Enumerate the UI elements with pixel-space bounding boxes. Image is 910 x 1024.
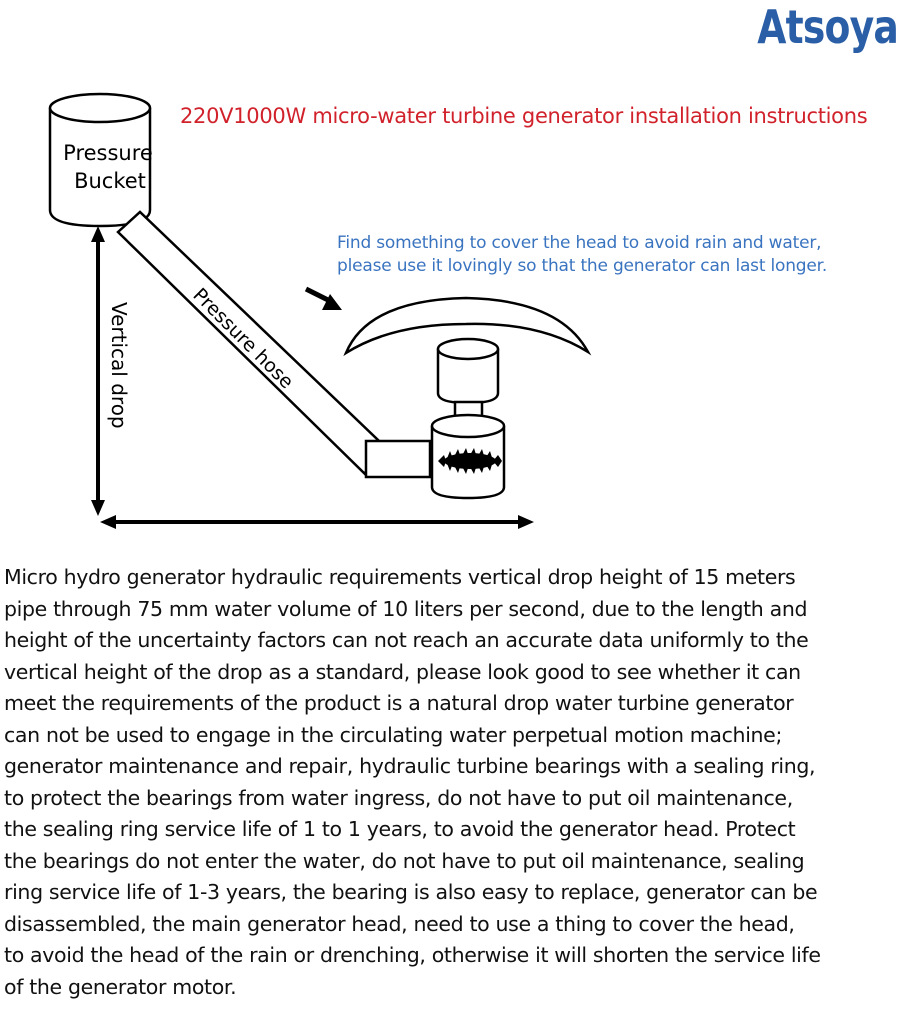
- description-line: vertical height of the drop as a standar…: [4, 659, 801, 684]
- pressure-hose: Pressure hose: [116, 210, 432, 479]
- vertical-drop-arrow: Vertical drop: [91, 226, 131, 516]
- description-line: the sealing ring service life of 1 to 1 …: [4, 817, 796, 841]
- description-line: disassembled, the main generator head, n…: [4, 911, 795, 936]
- vertical-drop-label: Vertical drop: [107, 302, 131, 429]
- page-title: 220V1000W micro-water turbine generator …: [180, 104, 868, 128]
- description-line: the bearings do not enter the water, do …: [4, 848, 805, 873]
- description-line: meet the requirements of the product is …: [4, 691, 794, 715]
- description-line: pipe through 75 mm water volume of 10 li…: [4, 596, 808, 621]
- description-line: of the generator motor.: [4, 974, 237, 999]
- description-line: can not be used to engage in the circula…: [4, 722, 782, 747]
- pressure-bucket: Pressure Bucket: [48, 92, 153, 228]
- turbine-runner-icon: [438, 448, 502, 474]
- installation-diagram: Pressure Bucket Pressure hose Vertical d…: [48, 92, 592, 529]
- bucket-label-line-1: Pressure: [63, 141, 153, 165]
- horizontal-distance-arrow: [100, 515, 534, 529]
- cover-note-line-2: please use it lovingly so that the gener…: [337, 256, 828, 276]
- turbine-generator: [430, 337, 506, 500]
- pointer-arrow-icon: [304, 286, 342, 310]
- brand-logo: Atsoya: [757, 0, 899, 54]
- description-line: to avoid the head of the rain or drenchi…: [4, 943, 821, 967]
- cover-note: Find something to cover the head to avoi…: [337, 232, 827, 278]
- description-line: ring service life of 1-3 years, the bear…: [4, 880, 818, 904]
- hydraulic-requirements-text: Micro hydro generator hydraulic requirem…: [4, 562, 904, 1003]
- description-line: to protect the bearings from water ingre…: [4, 785, 793, 810]
- hose-label: Pressure hose: [188, 284, 297, 393]
- description-line: height of the uncertainty factors can no…: [4, 628, 809, 652]
- cover-note-line-1: Find something to cover the head to avoi…: [337, 233, 822, 253]
- rain-cover: [343, 296, 592, 357]
- description-line: generator maintenance and repair, hydrau…: [4, 754, 816, 778]
- bucket-label-line-2: Bucket: [74, 169, 146, 193]
- description-line: Micro hydro generator hydraulic requirem…: [4, 565, 796, 589]
